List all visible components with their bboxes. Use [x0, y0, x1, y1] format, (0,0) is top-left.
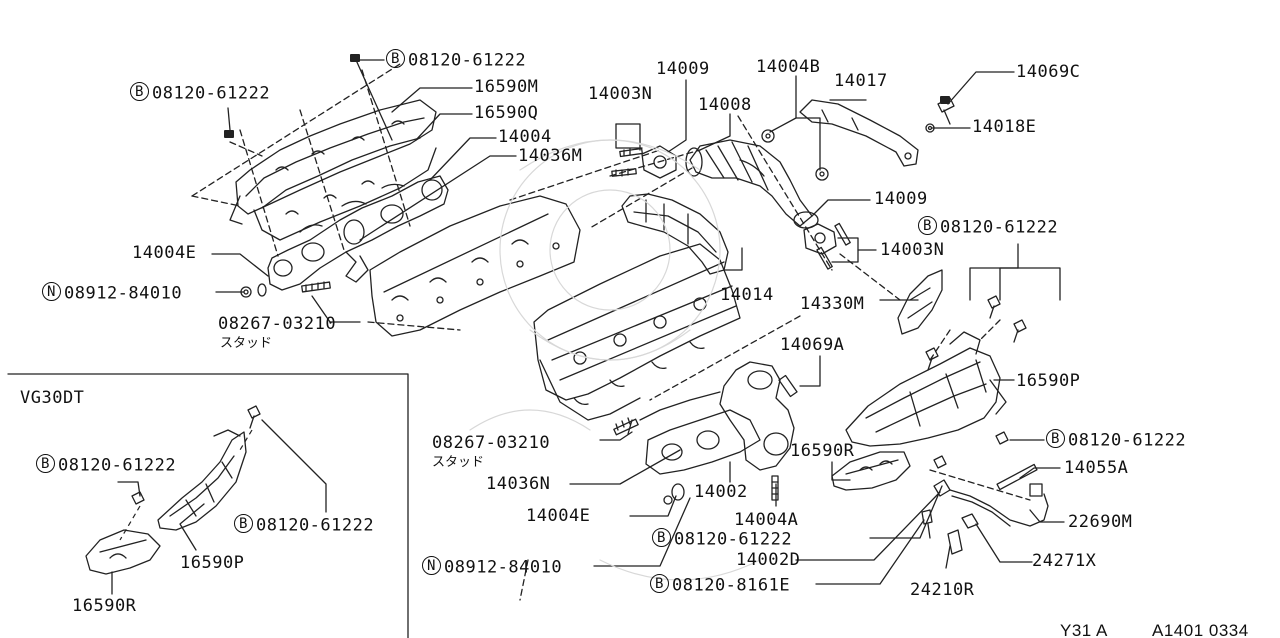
label-14004E-left: 14004E	[132, 243, 197, 263]
nut-marker-icon: N	[422, 556, 441, 575]
label-22690M: 22690M	[1068, 512, 1133, 532]
bolt-marker-icon: B	[652, 528, 671, 547]
part-number: 08120-61222	[58, 455, 177, 476]
label-14036M: 14036M	[518, 146, 583, 166]
label-14004A: 14004A	[734, 510, 799, 530]
label-14009-right: 14009	[874, 189, 928, 209]
heat-shield-16590r	[831, 451, 911, 491]
flange-top	[611, 145, 677, 179]
label-stud-text-mid: スタッド	[432, 455, 485, 470]
bolt-marker-icon: B	[36, 454, 55, 473]
label-14002D: 14002D	[736, 550, 801, 570]
bolt-14069a	[778, 374, 798, 398]
nuts-14004b	[761, 129, 829, 181]
label-stud-08267-03210-left: 08267-03210	[218, 314, 337, 334]
inset-label-16590R: 16590R	[72, 596, 137, 616]
part-number: 08120-61222	[408, 50, 527, 71]
nut-marker-icon: N	[42, 282, 61, 301]
shield-14330m	[897, 269, 943, 335]
label-16590P: 16590P	[1016, 371, 1081, 391]
label-stud-08267-03210-mid: 08267-03210	[432, 433, 551, 453]
stud-mid	[613, 417, 639, 436]
part-number: 08120-61222	[152, 83, 271, 104]
gasket-left	[369, 195, 581, 337]
sensors	[921, 509, 979, 555]
label-16590Q: 16590Q	[474, 103, 539, 123]
gasket-nut-bottom	[663, 475, 779, 505]
bolt-heads	[224, 54, 950, 138]
label-14069C: 14069C	[1016, 62, 1081, 82]
bolt-marker-icon: B	[234, 514, 253, 533]
label-14009-top: 14009	[656, 59, 710, 79]
bolts-right-shield	[925, 295, 1027, 469]
part-number: 08120-61222	[1068, 430, 1187, 451]
heat-shield-left	[229, 99, 437, 241]
label-14003N-right: 14003N	[880, 240, 945, 260]
label-16590M: 16590M	[474, 77, 539, 97]
label-14330M: 14330M	[800, 294, 865, 314]
inset-label-16590P: 16590P	[180, 553, 245, 573]
part-number: 08120-61222	[674, 529, 793, 550]
label-14003N-top: 14003N	[588, 84, 653, 104]
label-16590R: 16590R	[790, 441, 855, 461]
sensor-pipe	[933, 463, 1049, 527]
cylinder-head	[533, 243, 741, 421]
label-14002: 14002	[694, 482, 748, 502]
label-stud-text-left: スタッド	[220, 336, 273, 351]
label-14014: 14014	[720, 285, 774, 305]
bolt-marker-icon: B	[918, 216, 937, 235]
label-14036N: 14036N	[486, 474, 551, 494]
inset-shields	[85, 405, 261, 575]
inset-title: VG30DT	[20, 388, 85, 408]
bolt-marker-icon: B	[650, 574, 669, 593]
part-number: 08120-61222	[256, 515, 375, 536]
part-number: 08120-61222	[940, 217, 1059, 238]
inset-dashed	[119, 429, 253, 541]
exhaust-manifold-right	[627, 361, 795, 475]
footer-code: A1401 0334	[1152, 621, 1249, 638]
bolt-marker-icon: B	[130, 82, 149, 101]
label-14069A: 14069A	[780, 335, 845, 355]
bolt-marker-icon: B	[386, 49, 405, 68]
dashed-guides-right	[519, 115, 1031, 601]
label-24210R: 24210R	[910, 580, 975, 600]
label-14008: 14008	[698, 95, 752, 115]
label-14004B: 14004B	[756, 57, 821, 77]
label-14017: 14017	[834, 71, 888, 91]
bolt-marker-icon: B	[1046, 429, 1065, 448]
leader-lines	[111, 59, 1065, 595]
inset-box	[7, 373, 409, 638]
label-14018E: 14018E	[972, 117, 1037, 137]
flange-right	[803, 222, 851, 270]
part-number: 08912-84010	[64, 283, 183, 304]
watermark	[469, 139, 761, 581]
label-24271X: 24271X	[1032, 551, 1097, 571]
stud-nut-left	[240, 281, 331, 298]
label-14004E-bottom: 14004E	[526, 506, 591, 526]
part-number: 08912-84010	[444, 557, 563, 578]
heat-shield-14014	[621, 193, 729, 275]
heat-shield-16590p	[845, 331, 1007, 447]
exhaust-manifold-left	[267, 175, 449, 291]
footer-model: Y31 A	[1060, 621, 1108, 638]
bracket-14017	[799, 99, 919, 167]
dashed-guides-left	[191, 63, 701, 331]
part-number: 08120-8161E	[672, 575, 791, 596]
label-14055A: 14055A	[1064, 458, 1129, 478]
label-14004: 14004	[498, 127, 552, 147]
